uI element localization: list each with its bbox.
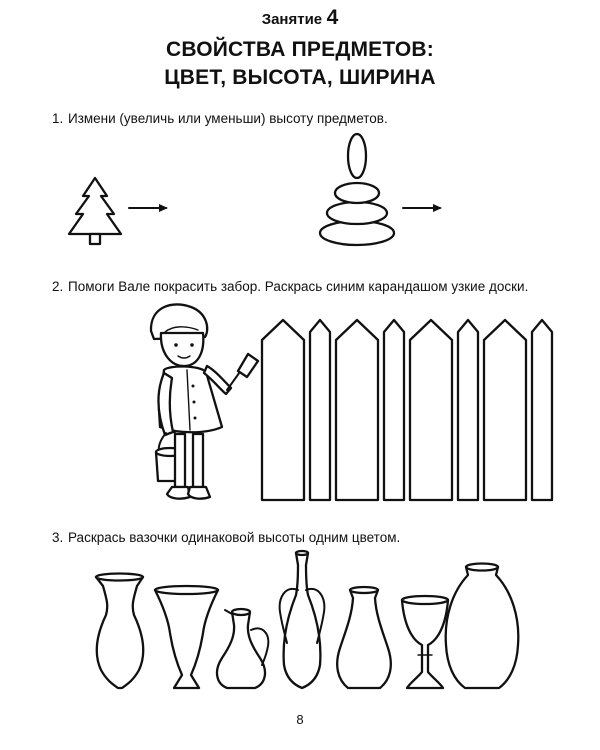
fence-board-wide-1 [260,318,306,502]
lesson-number: 4 [326,6,339,29]
fence-board-narrow-3 [456,318,480,502]
fence-board-wide-4 [482,318,528,502]
pyramid-toy-icon [318,132,396,247]
task-3-text: Раскрась вазочки одинаковой высоты одним… [68,530,401,545]
fence-board-wide-3 [408,318,454,502]
amphora-icon [278,549,326,690]
vase-1-icon [94,572,145,690]
pitcher-icon [215,607,270,690]
goblet-icon [400,594,450,690]
fence-illustration [260,318,554,502]
fence-board-narrow-2 [382,318,406,502]
page-number: 8 [296,712,304,727]
task-3-number: 3. [52,530,64,545]
arrow-right-icon [128,204,168,212]
arrow-right-icon [402,204,442,212]
page-title-line-1: СВОЙСТВА ПРЕДМЕТОВ: [166,38,434,61]
vase-2-icon [153,584,220,690]
task-1-text: Измени (увеличь или уменьши) высоту пред… [68,111,388,126]
task-1: 1. Измени (увеличь или уменьши) высоту пр… [52,110,560,128]
page-title-line-2: ЦВЕТ, ВЫСОТА, ШИРИНА [164,66,436,89]
fence-board-wide-2 [334,318,380,502]
task-2-number: 2. [52,279,64,294]
lesson-heading: Занятие 4 [0,6,600,30]
fence-board-narrow-4 [530,318,554,502]
vases-illustration [94,549,520,690]
fence-board-narrow-1 [308,318,332,502]
task-2: 2. Помоги Вале покрасить забор. Раскрась … [52,278,560,296]
vase-7-icon [444,562,520,690]
task-3: 3. Раскрась вазочки одинаковой высоты одн… [52,529,560,547]
lesson-word: Занятие [261,11,323,28]
task-1-number: 1. [52,111,64,126]
vase-5-icon [336,585,392,690]
girl-painter-illustration [149,303,260,500]
fir-tree-icon [67,176,123,246]
task-2-text: Помоги Вале покрасить забор. Раскрась си… [68,279,529,294]
